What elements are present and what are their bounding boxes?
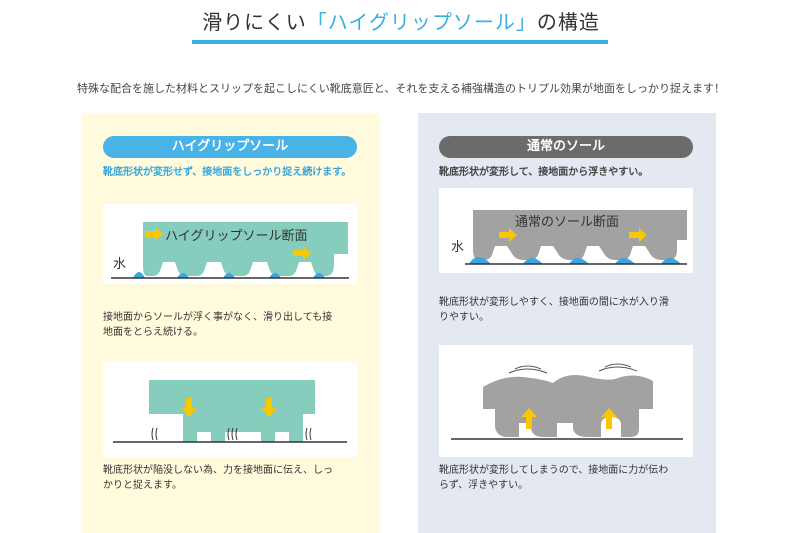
water-drop xyxy=(133,272,145,278)
normal-sole-pressure-diagram xyxy=(451,363,683,440)
high-grip-badge: ハイグリップソール xyxy=(103,136,357,158)
arrow-icon xyxy=(499,228,517,242)
water-drop xyxy=(177,273,189,278)
title-post: の構造 xyxy=(536,10,600,34)
normal-sole-fig-label: 通常のソール断面 xyxy=(515,215,619,230)
arrow-down-icon xyxy=(181,398,197,417)
normal-sole-shape xyxy=(473,210,687,260)
water-wedges xyxy=(469,257,681,264)
water-label: 水 xyxy=(451,240,464,255)
high-grip-panel: ハイグリップソール 靴底形状が変形せず、接地面をしっかり捉え続けます。 ハイグリ… xyxy=(82,113,380,533)
water-wedge xyxy=(523,258,543,264)
high-grip-caption-2: 靴底形状が陥没しない為、力を接地面に伝え、しっ かりと捉えます。 xyxy=(103,465,333,491)
arrow-icon xyxy=(145,227,163,241)
high-grip-caption-1: 接地面からソールが浮く事がなく、滑り出しても接 地面をとらえ続ける。 xyxy=(103,312,333,338)
high-grip-sole-shape xyxy=(143,222,348,276)
water-droplets xyxy=(133,272,325,278)
normal-sole-panel: 通常のソール 靴底形状が変形して、接地面から浮きやすい。 通常のソール断面 水 … xyxy=(418,113,716,533)
page-title: 滑りにくい「ハイグリップソール」の構造 xyxy=(0,6,802,35)
normal-sole-shape xyxy=(483,375,653,437)
normal-sole-cross-section-figure: 通常のソール断面 水 xyxy=(439,188,693,273)
normal-sole-caption-1: 靴底形状が変形しやすく、接地面の間に水が入り滑 りやすい。 xyxy=(439,297,669,323)
high-grip-fig-label: ハイグリップソール断面 xyxy=(165,229,307,244)
normal-sole-cross-section-diagram: 通常のソール断面 水 xyxy=(451,210,687,265)
water-wedge xyxy=(469,257,491,264)
arrow-down-icon xyxy=(261,398,277,417)
high-grip-pressure-figure xyxy=(103,362,357,457)
arrow-up-icon xyxy=(601,408,617,429)
high-grip-sole-shape xyxy=(149,380,315,442)
title-pre: 滑りにくい xyxy=(202,10,307,34)
wobble-lines xyxy=(508,363,638,374)
high-grip-pressure-diagram xyxy=(113,380,347,443)
normal-sole-caption-2: 靴底形状が変形してしまうので、接地面に力が伝わ らず、浮きやすい。 xyxy=(439,465,669,491)
water-wedge xyxy=(661,258,681,264)
title-highlight: 「ハイグリップソール」 xyxy=(306,10,537,34)
water-drop xyxy=(313,273,325,278)
normal-sole-pressure-figure xyxy=(439,345,693,457)
intro-text: 特殊な配合を施した材料とスリップを起こしにくい靴底意匠と、それを支える補強構造の… xyxy=(76,82,725,95)
water-drop xyxy=(223,273,235,278)
water-wedge xyxy=(615,258,635,264)
normal-sole-badge: 通常のソール xyxy=(439,136,693,158)
high-grip-lead: 靴底形状が変形せず、接地面をしっかり捉え続けます。 xyxy=(103,167,352,178)
high-grip-cross-section-figure: ハイグリップソール断面 水 xyxy=(103,204,357,284)
arrow-icon xyxy=(293,246,311,260)
water-label: 水 xyxy=(113,257,126,272)
high-grip-cross-section-diagram: ハイグリップソール断面 水 xyxy=(111,222,349,279)
arrow-icon xyxy=(629,228,647,242)
vibration-marks xyxy=(151,427,312,441)
title-underline xyxy=(192,40,608,44)
water-wedge xyxy=(569,258,589,264)
arrow-up-icon xyxy=(521,408,537,429)
water-drop xyxy=(269,273,281,278)
normal-sole-lead: 靴底形状が変形して、接地面から浮きやすい。 xyxy=(439,167,649,178)
